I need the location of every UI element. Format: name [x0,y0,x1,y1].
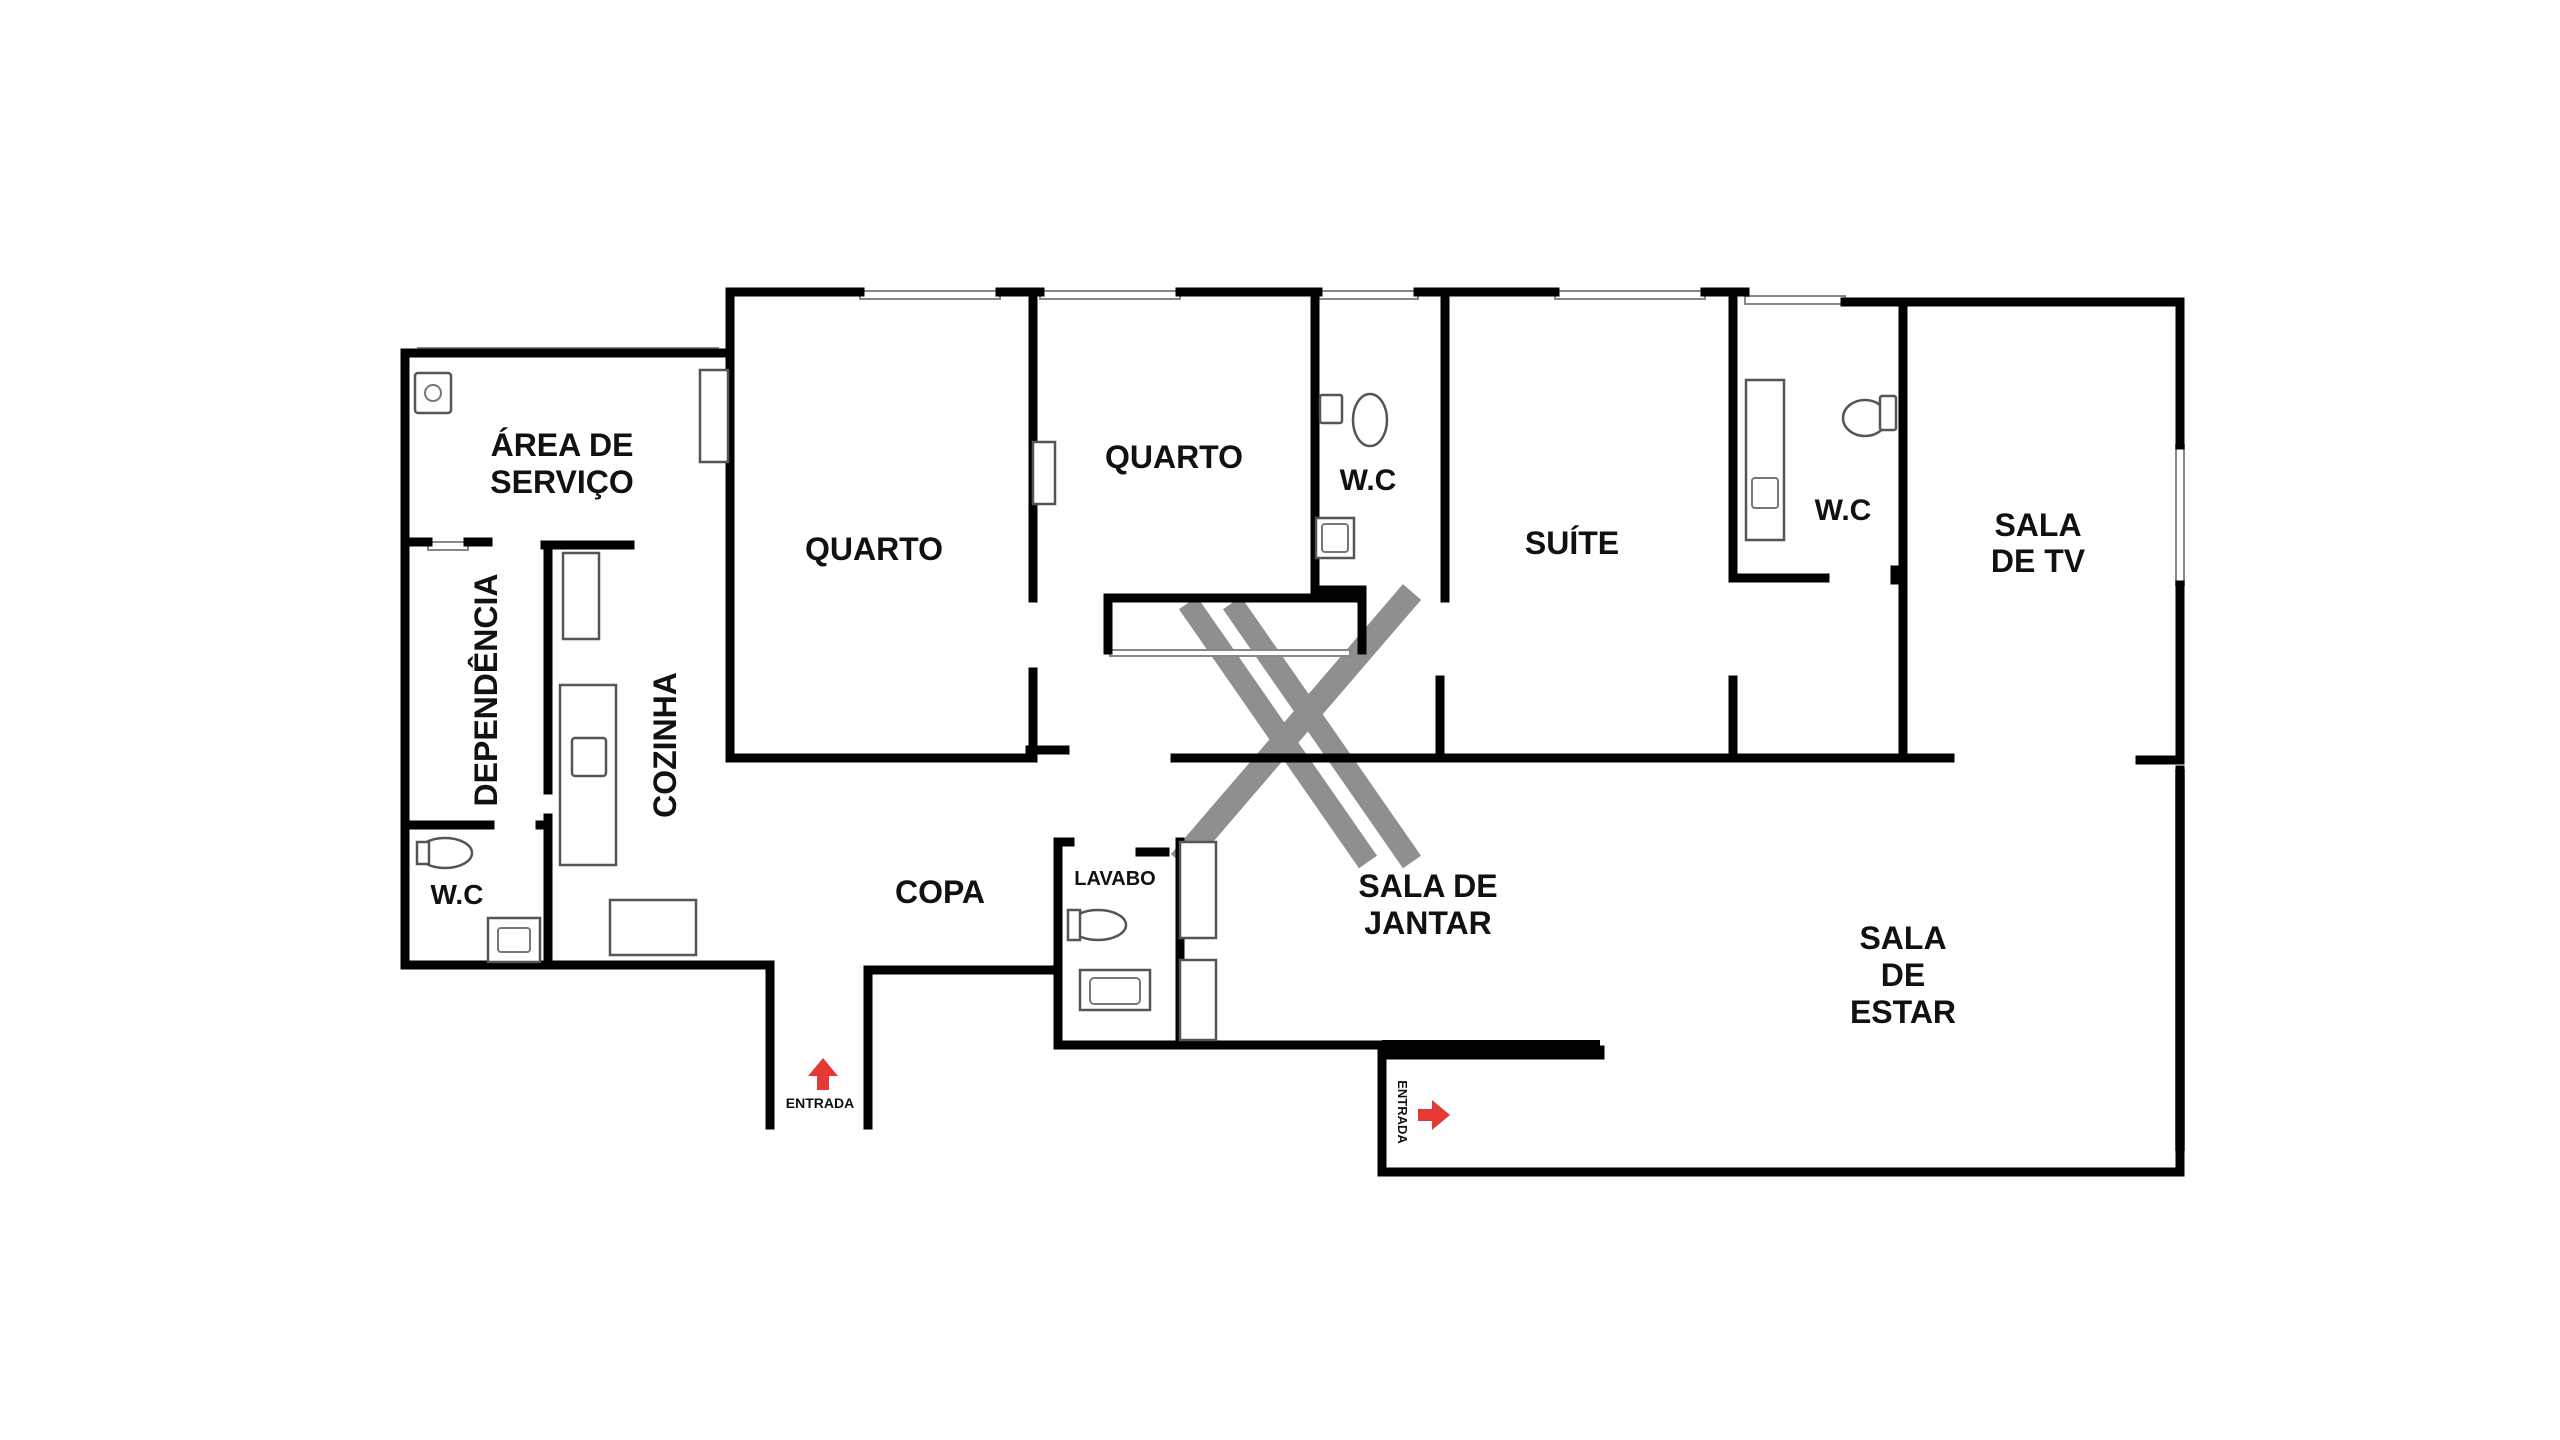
label-wc-dependencia: W.C [431,879,484,910]
label-entrada-social: ENTRADA [1395,1080,1410,1144]
label-wc-quartos: W.C [1340,464,1397,497]
label-suite: SUÍTE [1525,525,1619,561]
watermark-logo [1170,584,1422,870]
label-area-servico-2: SERVIÇO [490,464,633,500]
walls [400,287,2185,1177]
label-sala-estar-3: ESTAR [1850,994,1956,1030]
label-sala-jantar-1: SALA DE [1358,868,1497,904]
label-sala-estar-1: SALA [1859,920,1946,956]
label-wc-suite: W.C [1815,494,1872,527]
label-sala-tv-1: SALA [1994,507,2081,543]
label-sala-tv-2: DE TV [1991,543,2086,579]
label-lavabo: LAVABO [1074,868,1155,890]
arrow-up-icon [808,1058,838,1090]
label-copa: COPA [895,874,985,910]
wall-block [1382,1040,1600,1058]
label-sala-estar-2: DE [1881,957,1925,993]
entrance-arrows [808,1058,1450,1130]
label-sala-jantar-2: JANTAR [1364,905,1491,941]
arrow-right-icon [1418,1100,1450,1130]
label-area-servico-1: ÁREA DE [491,427,634,463]
label-quarto-2: QUARTO [1105,439,1243,475]
label-cozinha: COZINHA [647,672,683,818]
label-quarto-1: QUARTO [805,531,943,567]
label-dependencia: DEPENDÊNCIA [468,574,504,807]
fixtures [413,368,1898,1042]
room-labels: ÁREA DE SERVIÇO DEPENDÊNCIA COZINHA W.C … [431,427,2086,1144]
label-entrada-servico: ENTRADA [786,1095,854,1111]
